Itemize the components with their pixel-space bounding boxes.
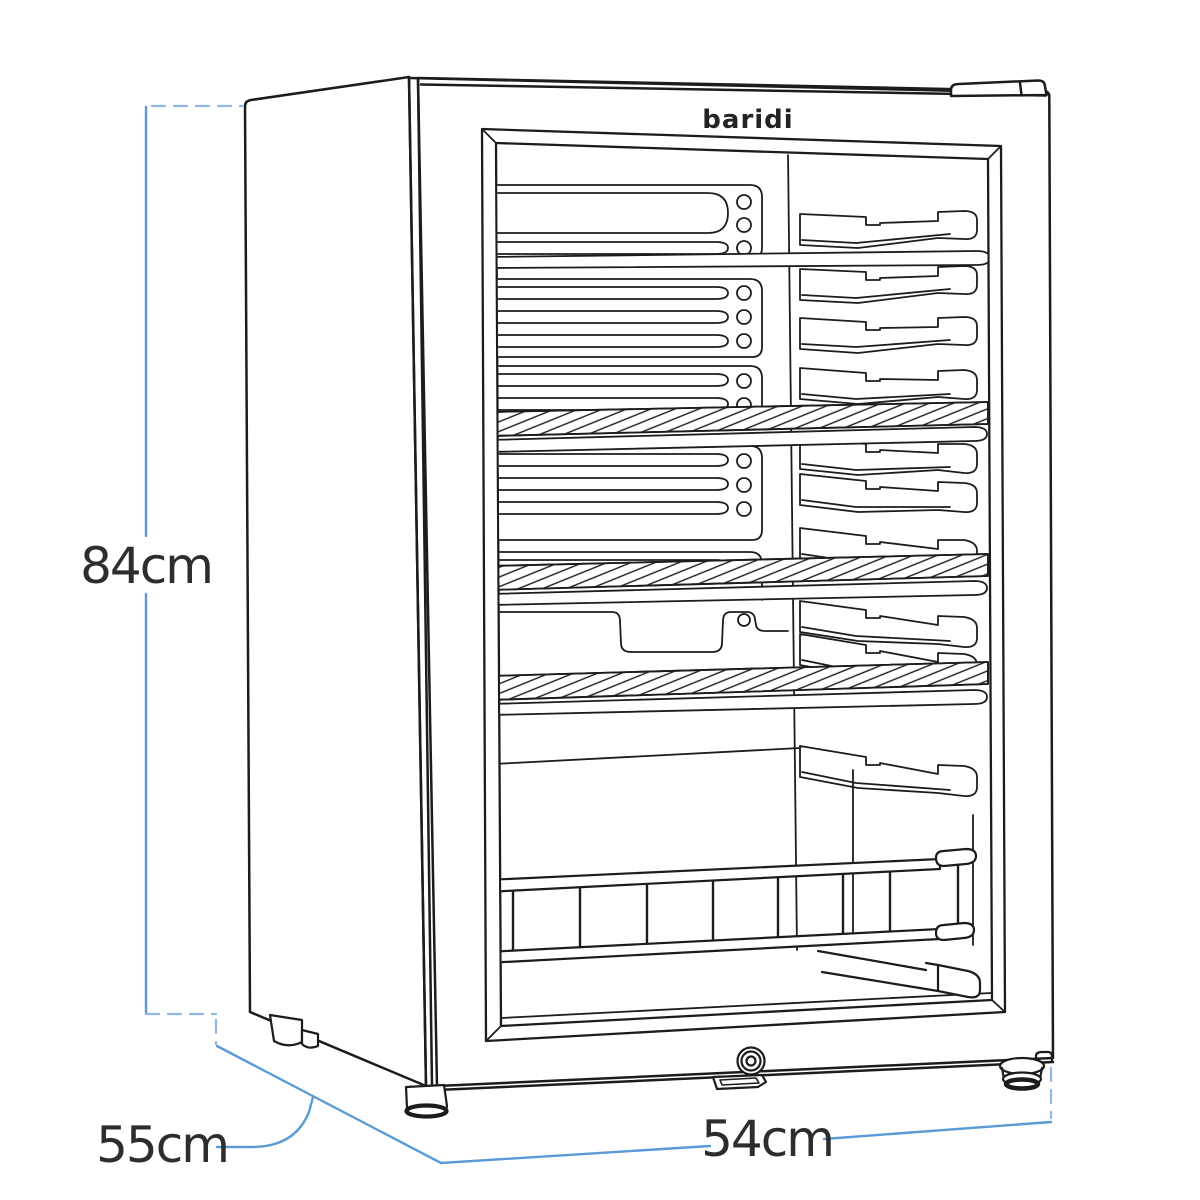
frame-corner-bevels: [481, 128, 1006, 1042]
height-label: 84cm: [80, 537, 212, 595]
evaporator-plate: [497, 184, 763, 259]
cooler-interior: [497, 151, 991, 1019]
front-left-foot: [404, 1083, 449, 1119]
interior-floor-edge: [500, 992, 991, 1019]
basket-bottom-rail: [497, 927, 942, 965]
rack-bracket: [799, 600, 978, 648]
floor-dimension-lines: [215, 1044, 1053, 1165]
wire-shelf: [497, 553, 989, 606]
evaporator-plate: [497, 445, 763, 541]
rack-bracket: [799, 265, 978, 304]
bottom-hinge-plate: [711, 1073, 768, 1091]
wire-shelf: [497, 401, 989, 453]
basket-runner: [816, 949, 982, 999]
brand-logo: baridi: [702, 105, 793, 135]
width-label: 54cm: [701, 1110, 833, 1168]
wire-shelf: [497, 661, 989, 716]
basket-top-hook: [934, 847, 978, 868]
door-top-edge: [419, 83, 1048, 97]
lower-zone-edge: [497, 747, 801, 765]
depth-label: 55cm: [96, 1116, 228, 1174]
basket-bottom-hook: [934, 921, 976, 942]
front-right-foot: [998, 1050, 1054, 1091]
dimension-annotations: [144, 104, 1053, 1165]
top-hinge: [949, 79, 1048, 98]
depth-and-width-lines: [215, 1044, 1053, 1165]
door-edge-line: [416, 77, 434, 1088]
feet: [268, 1013, 1054, 1119]
door-lock-icon: [736, 1046, 766, 1076]
basket-top-rail: [497, 857, 942, 894]
basket-bars: [511, 860, 960, 957]
rear-left-foot: [268, 1013, 320, 1049]
rack-bracket: [799, 473, 978, 513]
depth-leader-line: [215, 1095, 315, 1149]
rack-bracket: [799, 316, 978, 354]
bottom-wire-basket: [497, 847, 982, 999]
wine-rack-brackets: [799, 210, 978, 685]
corner-edge-line: [407, 75, 428, 1088]
rack-bracket: [799, 210, 978, 249]
cabinet-side-panel: [243, 75, 428, 1088]
dimension-extension-dashes: [144, 104, 1053, 1120]
interior-corner-divider: [787, 151, 798, 951]
top-front-edge: [408, 76, 1050, 95]
drawer-rail: [799, 745, 978, 946]
evaporator-plate: [497, 278, 763, 358]
